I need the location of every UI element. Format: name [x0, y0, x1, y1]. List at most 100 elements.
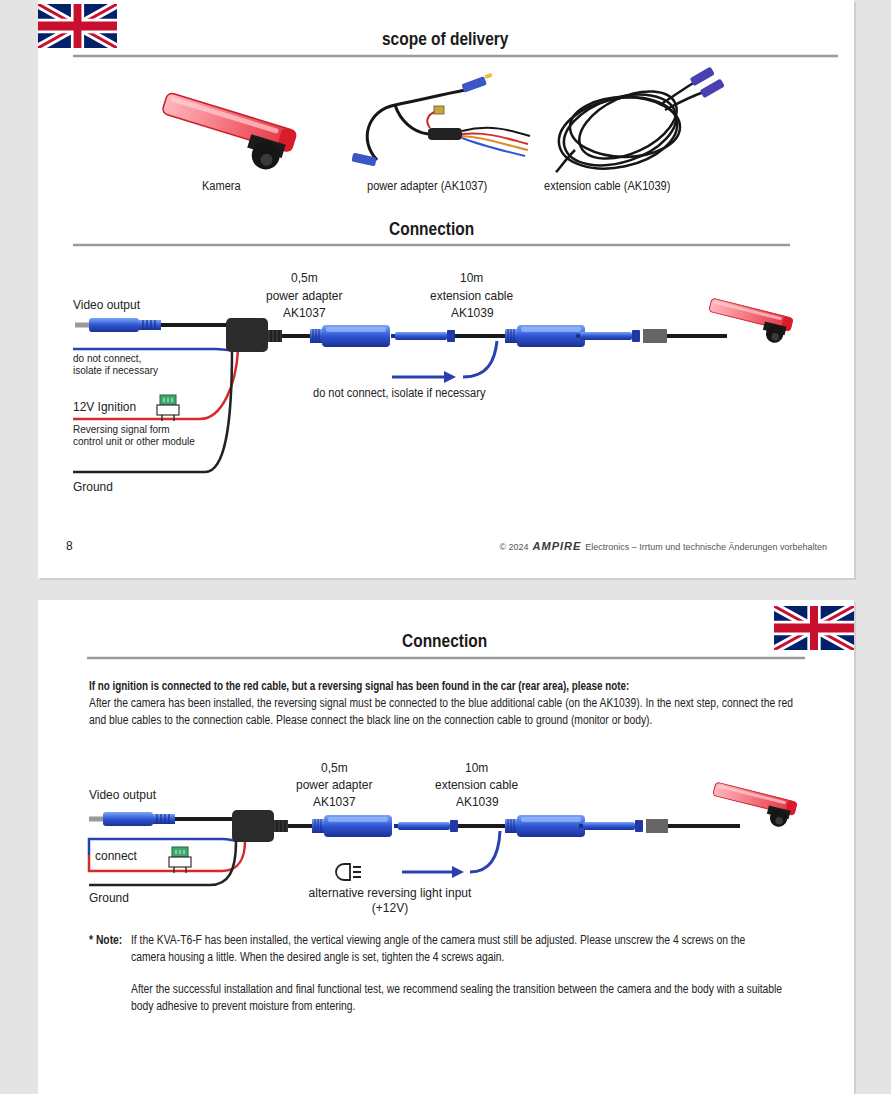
part-name: power adapter — [266, 288, 342, 304]
wire-label: connect — [95, 848, 137, 864]
power-adapter-illustration-part — [395, 105, 428, 134]
wiring-diagram-1-part — [226, 318, 268, 352]
wire-label: 12V Ignition — [73, 399, 136, 415]
wiring-diagram-2-part — [646, 819, 668, 833]
wiring-diagram-1-part — [310, 325, 390, 347]
wiring-diagram-2-part — [288, 824, 314, 828]
wiring-diagram-1-part — [667, 334, 727, 338]
extension-cable-illustration-part — [700, 79, 725, 99]
power-adapter-illustration-part — [462, 128, 530, 136]
wiring-diagram-2-part — [89, 841, 236, 885]
section-heading: Connection — [389, 219, 474, 241]
cable-length: 0,5m — [291, 270, 318, 286]
wiring-diagram-1-part — [282, 334, 312, 338]
part-number: AK1039 — [451, 305, 494, 321]
brand-logo: AMPIRE — [533, 540, 582, 553]
cable-length: 10m — [460, 270, 483, 286]
camera-illustration — [155, 92, 298, 175]
page-cards-part — [38, 600, 854, 1094]
wiring-diagram-2-part — [175, 817, 233, 821]
wiring-diagram-1-part — [576, 330, 640, 342]
extension-cable-illustration-part — [665, 92, 704, 110]
item-caption: extension cable (AK1039) — [544, 179, 670, 193]
wiring-diagram-2-part — [89, 812, 175, 826]
heading-rule-part — [73, 244, 790, 247]
wiring-diagram-1-part — [157, 395, 179, 421]
power-adapter-illustration-part — [484, 73, 492, 79]
wiring-diagram-1-part — [73, 350, 232, 472]
part-name: extension cable — [435, 777, 518, 793]
wiring-diagram-1-part — [268, 330, 282, 342]
part-name: extension cable — [430, 288, 513, 304]
wiring-diagram-1-part — [444, 371, 456, 383]
power-adapter-illustration — [351, 73, 530, 167]
wiring-diagram-2-part — [169, 847, 191, 873]
heading-rule-part — [87, 657, 805, 660]
wire-label: Ground — [89, 890, 129, 906]
wiring-diagram-2-part — [709, 782, 797, 830]
item-caption: power adapter (AK1037) — [367, 179, 487, 193]
extension-cable-illustration-part — [569, 78, 687, 173]
note-heading: If no ignition is connected to the red c… — [89, 679, 629, 693]
wiring-diagram-1-part — [161, 323, 228, 327]
cable-length: 10m — [465, 760, 488, 776]
wiring-diagram-2-part — [394, 820, 458, 832]
wiring-diagram-1-part — [73, 350, 238, 419]
extension-cable-illustration — [552, 67, 725, 179]
wiring-diagram-2-part — [668, 824, 740, 828]
page-cards-part — [38, 0, 854, 578]
cable-length: 0,5m — [321, 760, 348, 776]
extension-cable-illustration-part — [556, 150, 575, 172]
heading-rule-part — [73, 55, 838, 58]
wire-label: Video output — [89, 787, 156, 803]
page-number: 8 — [66, 539, 73, 553]
wiring-diagram-1-part — [392, 376, 444, 379]
uk-flag-part-part — [38, 4, 117, 48]
wiring-diagram-2-part — [232, 810, 274, 842]
wiring-diagram-1-part — [505, 325, 585, 347]
wiring-diagram-2-part — [274, 820, 288, 832]
wiring-diagram-2-part — [353, 867, 361, 877]
wire-label: Video output — [73, 297, 140, 313]
footer-text: Electronics – Irrtum und technische Ände… — [585, 542, 827, 553]
power-adapter-illustration-part — [462, 138, 525, 156]
extension-cable-illustration-part — [660, 82, 695, 105]
power-adapter-illustration-part — [428, 128, 462, 140]
wiring-diagram-2-part — [458, 824, 508, 828]
wiring-diagram-2-part — [452, 866, 464, 878]
camera-illustration-part — [155, 92, 298, 175]
extension-cable-illustration-part — [690, 67, 715, 87]
body-text: After the camera has been installed, the… — [89, 695, 801, 728]
wire-note: do not connect, isolate if necessary — [73, 353, 168, 377]
item-caption: Kamera — [202, 179, 241, 193]
power-adapter-illustration-part — [434, 106, 444, 114]
wiring-diagram-2 — [89, 782, 797, 885]
wire-label: Ground — [73, 479, 113, 495]
uk-flag-part — [774, 606, 854, 650]
wiring-diagram-1-part — [455, 334, 508, 338]
wire-label: alternative reversing light input (+12V) — [295, 886, 485, 916]
wiring-diagram-1-part — [75, 318, 161, 332]
wiring-diagram-1-part — [463, 341, 497, 377]
part-number: AK1039 — [456, 794, 499, 810]
part-number: AK1037 — [283, 305, 326, 321]
wiring-diagram-1-part — [643, 329, 667, 343]
power-adapter-illustration-part — [461, 76, 487, 93]
wiring-diagram-2-part — [579, 820, 643, 832]
wiring-diagram-2-part — [89, 841, 245, 871]
wiring-diagram-1-part — [73, 348, 232, 350]
wiring-diagram-1-part — [705, 298, 793, 346]
section-heading: scope of delivery — [382, 29, 508, 51]
wiring-diagram-2-part — [277, 820, 285, 832]
wire-note: Reversing signal form control unit or ot… — [73, 424, 198, 448]
wiring-diagram-1-part — [391, 330, 455, 342]
uk-flag — [38, 4, 854, 650]
wiring-diagram-2-part — [402, 871, 452, 874]
wiring-diagram-1-part — [271, 330, 279, 342]
wiring-diagram-1 — [73, 298, 793, 472]
heading-rule — [73, 56, 838, 658]
footer-text: © 2024 — [499, 542, 528, 553]
part-number: AK1037 — [313, 794, 356, 810]
uk-flag-part-part — [774, 606, 854, 650]
